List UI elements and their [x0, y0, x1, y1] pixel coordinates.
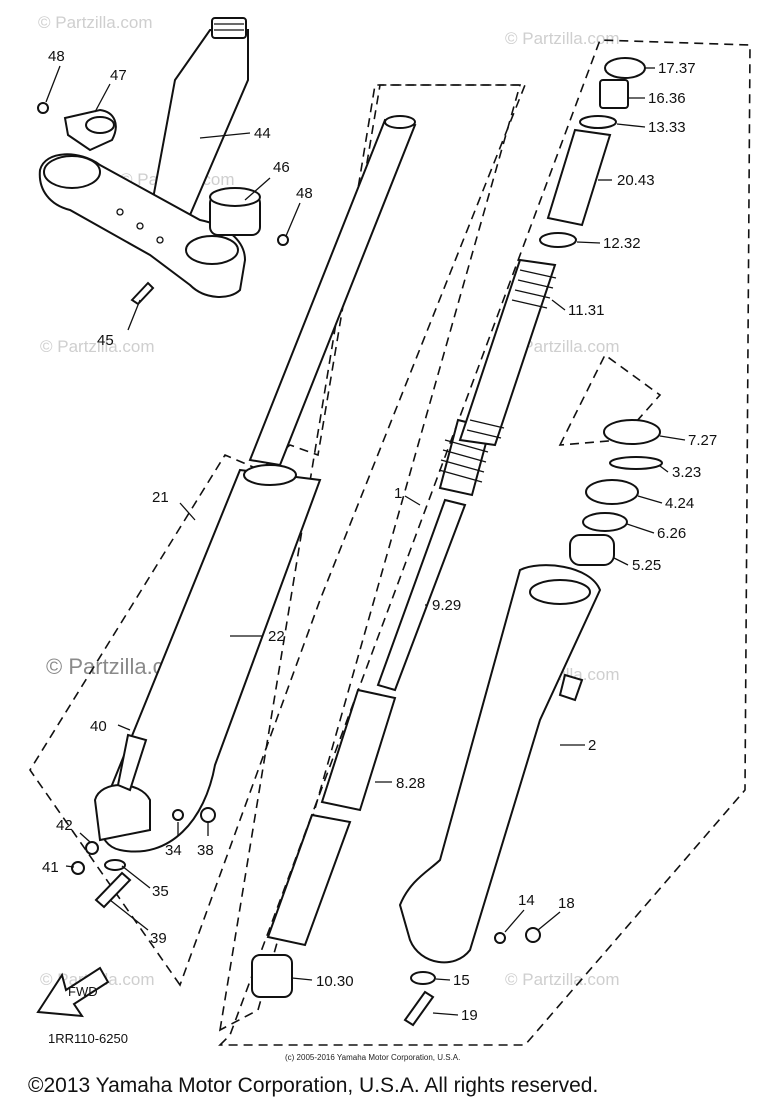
- stem-cap-top: [85, 116, 115, 134]
- bolt-40: [116, 733, 148, 792]
- nut-41: [71, 861, 85, 875]
- fwd-arrow: FWD: [36, 966, 110, 1018]
- callout-labels: 48 47 44 46 48 45 21 22 40 42 41 34 38 3…: [42, 48, 717, 1024]
- callout: 48: [296, 185, 313, 202]
- left-outer-tube: [93, 464, 322, 853]
- callout: 12.32: [603, 235, 641, 252]
- steering-stem: [148, 17, 249, 216]
- inner-tube-group-outline: [218, 84, 522, 1032]
- bearing: [209, 187, 261, 236]
- callout: 21: [152, 489, 169, 506]
- watermark: © Partzilla.com: [505, 970, 620, 989]
- callout: 35: [152, 883, 169, 900]
- left-inner-tube-top: [384, 115, 416, 129]
- callout: 2: [588, 737, 596, 754]
- circlip: [609, 456, 663, 470]
- callout: 18: [558, 895, 575, 912]
- bolt-19: [403, 990, 435, 1027]
- callout: 7.27: [688, 432, 717, 449]
- callout: 17.37: [658, 60, 696, 77]
- callout: 11.31: [568, 302, 604, 319]
- right-outer-tube: [398, 564, 602, 964]
- spring-coils: [438, 439, 489, 483]
- callout: 34: [165, 842, 182, 859]
- watermark: © Partzilla.com: [38, 13, 153, 32]
- bolt-39: [94, 871, 132, 909]
- inner-slide: [266, 813, 352, 947]
- oil-seal: [585, 479, 639, 505]
- collar: [546, 128, 612, 227]
- callout: 6.26: [657, 525, 686, 542]
- seal-kit-outline: [558, 353, 662, 446]
- damper-rod: [376, 498, 467, 692]
- washer-14: [494, 932, 506, 944]
- callout: 15: [453, 972, 470, 989]
- footer-copyright: ©2013 Yamaha Motor Corporation, U.S.A. A…: [28, 1074, 598, 1097]
- callout: 16.36: [648, 90, 686, 107]
- o-ring: [579, 115, 617, 129]
- washer-34: [172, 809, 184, 821]
- small-copyright: (c) 2005-2016 Yamaha Motor Corporation, …: [285, 1053, 460, 1062]
- spring-seat: [539, 232, 577, 248]
- callout: 10.30: [316, 973, 354, 990]
- cap-bolt-thread: [599, 79, 629, 109]
- fork-spring: [458, 258, 557, 447]
- leader-lines: [45, 65, 686, 1016]
- callout: 45: [97, 332, 114, 349]
- callout: 38: [197, 842, 214, 859]
- bolt-18: [525, 927, 541, 943]
- watermark: © Partzilla.com: [505, 29, 620, 48]
- washer-seal: [582, 512, 628, 532]
- callout: 3.23: [672, 464, 701, 481]
- slide-metal: [569, 534, 615, 566]
- callout: 1: [394, 485, 402, 502]
- callout: 20.43: [617, 172, 655, 189]
- dust-seal: [603, 419, 661, 445]
- oil-lock-piece: [251, 954, 293, 998]
- diagram-code: 1RR110-6250: [48, 1031, 128, 1046]
- callout: 22: [268, 628, 285, 645]
- callout: 46: [273, 159, 290, 176]
- fork-spring-coils: [466, 269, 557, 439]
- callout: 47: [110, 67, 127, 84]
- washer-42: [85, 841, 99, 855]
- callout: 40: [90, 718, 107, 735]
- callout: 44: [254, 125, 271, 142]
- bolt: [37, 102, 49, 114]
- bolt-38: [200, 807, 216, 823]
- callout: 4.24: [665, 495, 694, 512]
- callout: 39: [150, 930, 167, 947]
- lower-bracket: [38, 153, 247, 298]
- left-group-outline: [29, 84, 527, 987]
- callout: 48: [48, 48, 65, 65]
- guide-bushing: [320, 688, 397, 812]
- callout: 9.29: [432, 597, 461, 614]
- fwd-label: FWD: [68, 984, 98, 999]
- callout: 41: [42, 859, 59, 876]
- callout: 42: [56, 817, 73, 834]
- callout: 14: [518, 892, 535, 909]
- cap-bolt: [604, 57, 646, 79]
- watermark: © Partzilla.com: [40, 337, 155, 356]
- callout: 5.25: [632, 557, 661, 574]
- callout: 19: [461, 1007, 478, 1024]
- callout: 8.28: [396, 775, 425, 792]
- gasket-15: [410, 971, 436, 985]
- callout: 13.33: [648, 119, 686, 136]
- bolt: [277, 234, 289, 246]
- gasket-35: [104, 859, 126, 871]
- bolt: [130, 281, 155, 306]
- watermark: © Partzilla.com: [505, 337, 620, 356]
